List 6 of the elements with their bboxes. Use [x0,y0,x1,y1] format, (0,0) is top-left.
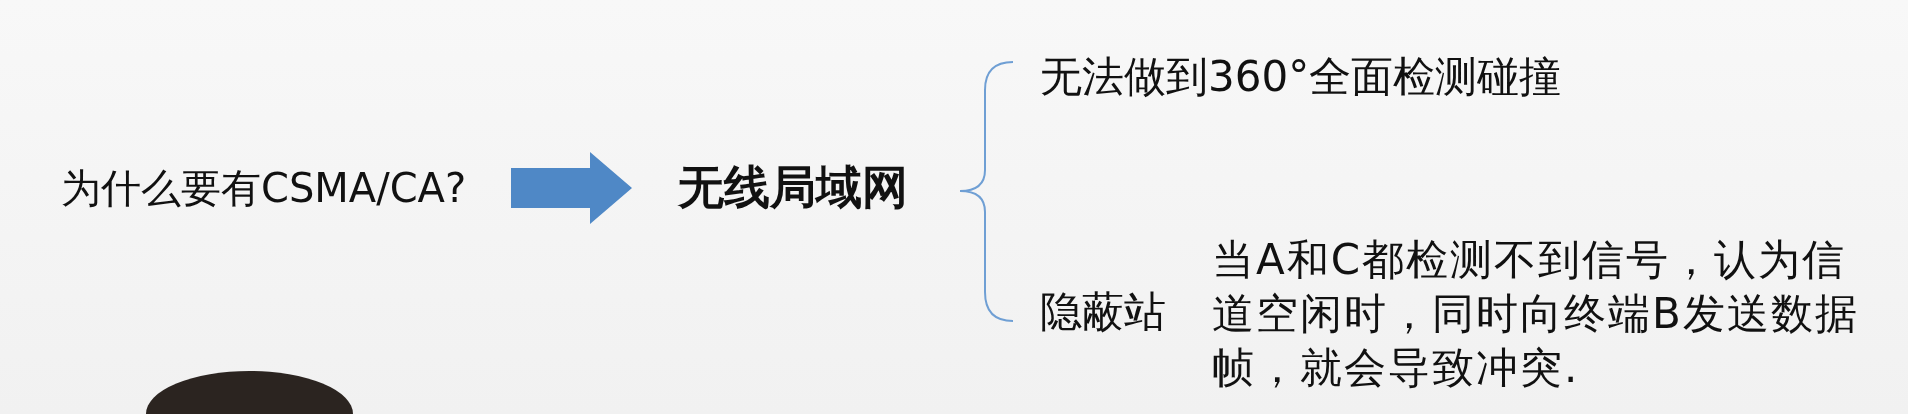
topic-text: 为什么要有CSMA/CA? [61,164,511,212]
description-text: 当A和C都检测不到信号，认为信道空闲时，同时向终端B发送数据帧，就会导致冲突. [1212,234,1860,394]
topic-text: 隐蔽站 [1040,287,1180,339]
topic-text: 无法做到360°全面检测碰撞 [1040,52,1640,104]
topic-text: 无线局域网 [632,160,932,218]
block-arrow [511,152,632,224]
